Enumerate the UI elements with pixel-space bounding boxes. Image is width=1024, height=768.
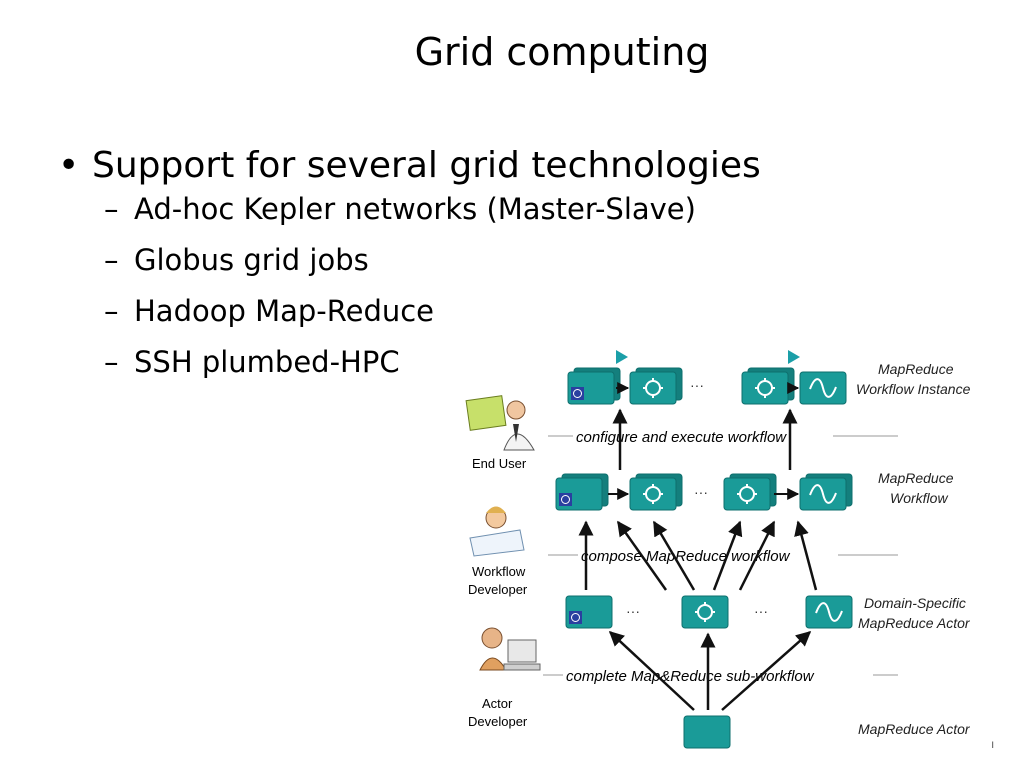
computer-developer-icon	[479, 627, 541, 671]
bullet-glyph: •	[58, 145, 80, 186]
sub-bullet: –Globus grid jobs	[104, 243, 761, 294]
role-label: End User	[472, 456, 527, 471]
main-bullet: • Support for several grid technologies	[58, 145, 761, 186]
slide-title: Grid computing	[414, 30, 710, 74]
sub-bullet: –SSH plumbed-HPC	[104, 345, 761, 396]
sub-bullet-text: Ad-hoc Kepler networks (Master-Slave)	[134, 192, 696, 226]
workflow-map-node	[629, 473, 683, 511]
level-label: MapReduce	[878, 470, 954, 486]
step-caption: configure and execute workflow	[576, 429, 787, 446]
workflow-instance-map-node	[629, 367, 683, 405]
play-icon	[788, 350, 800, 364]
complete-arrows	[608, 630, 812, 711]
mapreduce-workflow-diagram: configure and execute workflow compose M…	[465, 350, 971, 749]
sub-bullet: –Ad-hoc Kepler networks (Master-Slave)	[104, 192, 761, 243]
bullet-list: • Support for several grid technologies …	[58, 145, 761, 396]
page-mark: I	[991, 741, 994, 751]
ellipsis: ···	[754, 603, 768, 619]
dash-glyph: –	[104, 345, 119, 379]
mapreduce-actor-node	[683, 715, 731, 749]
workflow-sink-node	[799, 473, 853, 511]
workflow-source-node	[555, 473, 609, 511]
workflow-instance-sink-node	[799, 371, 847, 405]
workflow-reduce-node	[723, 473, 777, 511]
step-caption: compose MapReduce workflow	[581, 548, 791, 565]
role-label: Workflow	[472, 564, 526, 579]
level-label: Domain-Specific	[864, 595, 966, 611]
role-label: Actor	[482, 696, 513, 711]
presenter-icon	[465, 395, 535, 451]
sub-bullet-text: SSH plumbed-HPC	[134, 345, 400, 379]
ellipsis: ···	[694, 484, 708, 500]
dash-glyph: –	[104, 192, 119, 226]
sub-bullet-text: Globus grid jobs	[134, 243, 369, 277]
ellipsis: ···	[690, 377, 704, 393]
dash-glyph: –	[104, 294, 119, 328]
workflow-instance-reduce-node	[741, 367, 795, 405]
sub-bullet-list: –Ad-hoc Kepler networks (Master-Slave) –…	[104, 192, 761, 396]
level-label: MapReduce	[878, 361, 954, 377]
blueprint-developer-icon	[469, 506, 525, 557]
sub-bullet: –Hadoop Map-Reduce	[104, 294, 761, 345]
role-label: Developer	[468, 714, 528, 729]
play-icon	[616, 350, 628, 364]
step-captions: configure and execute workflow compose M…	[563, 426, 873, 685]
compose-arrows	[578, 520, 818, 591]
role-label: Developer	[468, 582, 528, 597]
domain-map-actor	[681, 595, 729, 629]
level-label: MapReduce Actor	[858, 615, 971, 631]
level-label: MapReduce Actor	[858, 721, 971, 737]
dash-glyph: –	[104, 243, 119, 277]
ellipsis: ···	[626, 603, 640, 619]
sub-bullet-text: Hadoop Map-Reduce	[134, 294, 435, 328]
level-label: Workflow Instance	[856, 381, 971, 397]
level-label: Workflow	[890, 490, 948, 506]
domain-reduce-actor	[805, 595, 853, 629]
domain-source-actor	[565, 595, 613, 629]
step-caption: complete Map&Reduce sub-workflow	[566, 668, 815, 685]
workflow-instance-source-node	[567, 367, 621, 405]
main-bullet-text: Support for several grid technologies	[92, 145, 761, 186]
